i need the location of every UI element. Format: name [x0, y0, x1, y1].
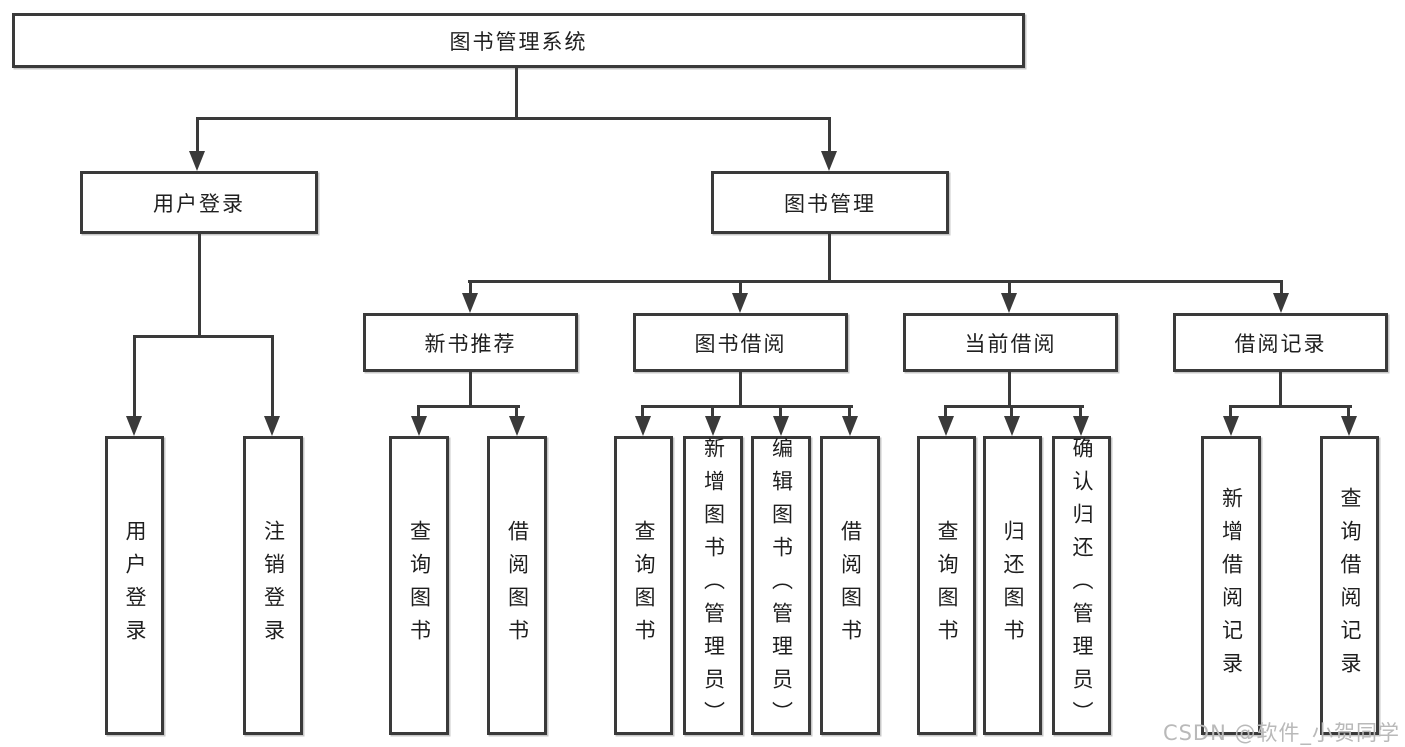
- connector-line: [641, 405, 644, 419]
- connector-line: [417, 405, 520, 408]
- arrowhead-down: [1273, 293, 1289, 313]
- arrowhead-down: [411, 416, 427, 436]
- connector-line: [196, 117, 831, 120]
- connector-line: [641, 405, 853, 408]
- leaf-label: 新增借阅记录: [1219, 486, 1244, 685]
- node-book-management: 图书管理: [711, 171, 949, 234]
- leaf-borrow-books: 借阅图书: [820, 436, 880, 735]
- leaf-query-books-recommend: 查询图书: [389, 436, 449, 735]
- connector-line: [198, 234, 201, 335]
- arrowhead-down: [705, 416, 721, 436]
- leaf-user-login: 用户登录: [105, 436, 164, 735]
- connector-line: [417, 405, 420, 419]
- connector-line: [133, 335, 274, 338]
- arrowhead-down: [1001, 293, 1017, 313]
- leaf-query-books-current: 查询图书: [917, 436, 976, 735]
- leaf-add-borrow-record: 新增借阅记录: [1201, 436, 1261, 735]
- arrowhead-down: [1341, 416, 1357, 436]
- arrowhead-down: [126, 416, 142, 436]
- connector-line: [739, 372, 742, 405]
- connector-line: [515, 405, 518, 419]
- connector-line: [133, 335, 136, 418]
- connector-line: [1347, 405, 1350, 419]
- node-new-book-recommend: 新书推荐: [363, 313, 578, 372]
- node-book-borrow: 图书借阅: [633, 313, 848, 372]
- connector-line: [711, 405, 714, 419]
- connector-line: [779, 405, 782, 419]
- connector-line: [271, 335, 274, 418]
- connector-line: [828, 234, 831, 280]
- arrowhead-down: [732, 293, 748, 313]
- leaf-label: 借阅图书: [838, 519, 863, 652]
- connector-line: [848, 405, 851, 419]
- leaf-return-book: 归还图书: [983, 436, 1042, 735]
- leaf-confirm-return-admin: 确认归还（管理员）: [1052, 436, 1111, 735]
- leaf-query-books-borrow: 查询图书: [614, 436, 673, 735]
- connector-line: [196, 117, 199, 153]
- leaf-label: 注销登录: [261, 519, 286, 652]
- connector-line: [469, 280, 472, 296]
- leaf-label: 确认归还（管理员）: [1070, 437, 1094, 734]
- leaf-logout: 注销登录: [243, 436, 303, 735]
- connector-line: [1229, 405, 1232, 419]
- connector-line: [1008, 372, 1011, 405]
- connector-line: [1079, 405, 1082, 419]
- arrowhead-down: [509, 416, 525, 436]
- leaf-label: 借阅图书: [505, 519, 530, 652]
- connector-line: [1010, 405, 1013, 419]
- connector-line: [739, 280, 742, 296]
- connector-line: [468, 280, 1283, 283]
- leaf-label: 新增图书（管理员）: [701, 437, 726, 734]
- connector-line: [515, 68, 518, 117]
- arrowhead-down: [821, 151, 837, 171]
- arrowhead-down: [773, 416, 789, 436]
- connector-line: [944, 405, 1084, 408]
- node-current-borrow: 当前借阅: [903, 313, 1118, 372]
- connector-line: [828, 117, 831, 153]
- connector-line: [1280, 280, 1283, 296]
- leaf-label: 查询借阅记录: [1338, 486, 1362, 685]
- leaf-label: 查询图书: [935, 519, 959, 652]
- arrowhead-down: [1073, 416, 1089, 436]
- arrowhead-down: [189, 151, 205, 171]
- leaf-borrow-books-recommend: 借阅图书: [487, 436, 547, 735]
- node-borrow-record: 借阅记录: [1173, 313, 1388, 372]
- arrowhead-down: [1223, 416, 1239, 436]
- arrowhead-down: [264, 416, 280, 436]
- leaf-label: 用户登录: [123, 519, 147, 652]
- arrowhead-down: [938, 416, 954, 436]
- arrowhead-down: [462, 293, 478, 313]
- arrowhead-down: [1004, 416, 1020, 436]
- leaf-query-borrow-record: 查询借阅记录: [1320, 436, 1379, 735]
- connector-line: [1008, 280, 1011, 296]
- leaf-label: 查询图书: [407, 519, 432, 652]
- leaf-edit-book-admin: 编辑图书（管理员）: [751, 436, 811, 735]
- connector-line: [1229, 405, 1352, 408]
- leaf-label: 查询图书: [632, 519, 656, 652]
- connector-line: [944, 405, 947, 419]
- connector-line: [469, 372, 472, 405]
- arrowhead-down: [842, 416, 858, 436]
- leaf-label: 编辑图书（管理员）: [769, 437, 794, 734]
- leaf-label: 归还图书: [1001, 519, 1025, 652]
- connector-line: [1279, 372, 1282, 405]
- node-root: 图书管理系统: [12, 13, 1025, 68]
- csdn-watermark: CSDN @软件_小贺同学: [1162, 721, 1400, 745]
- arrowhead-down: [635, 416, 651, 436]
- node-user-login: 用户登录: [80, 171, 318, 234]
- leaf-add-book-admin: 新增图书（管理员）: [683, 436, 743, 735]
